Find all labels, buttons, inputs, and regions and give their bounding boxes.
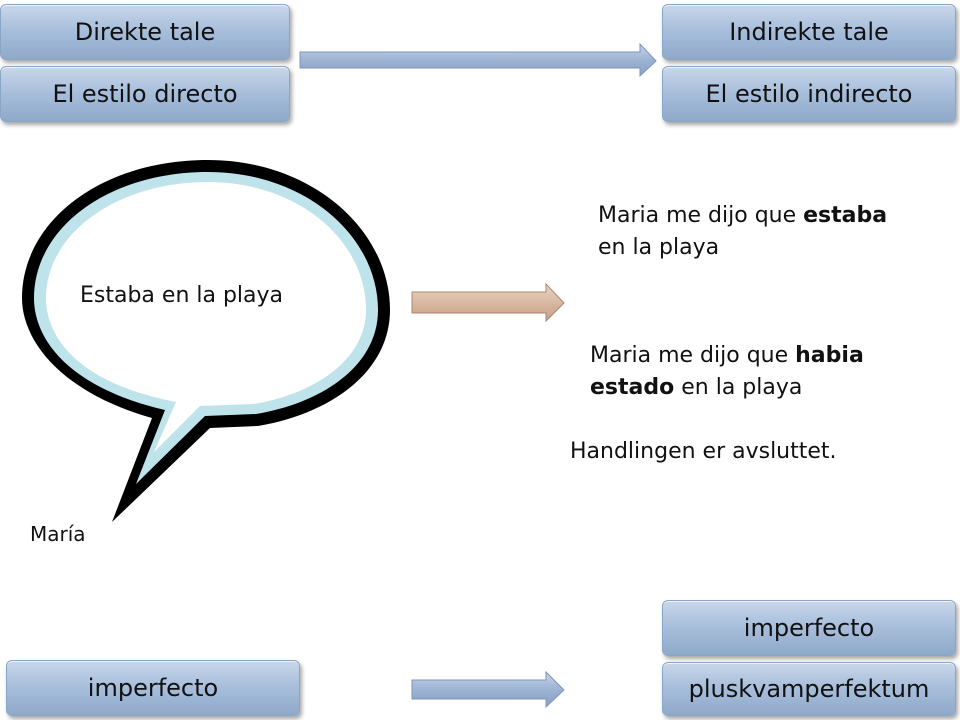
indirect-speech-label: Indirekte tale — [662, 4, 956, 60]
top-arrow — [299, 42, 657, 78]
result1-bold: estaba — [803, 203, 888, 228]
bottom-arrow — [411, 670, 565, 709]
result2-pre: Maria me dijo que — [590, 343, 796, 368]
speech-bubble-fill — [46, 182, 366, 452]
result2-post: en la playa — [674, 375, 803, 400]
estilo-indirecto-label: El estilo indirecto — [662, 66, 956, 122]
result2-bold2: estado — [590, 375, 675, 400]
tense-right-bottom-label: pluskvamperfektum — [662, 662, 956, 716]
estilo-directo-label: El estilo directo — [0, 66, 290, 122]
result-imperfecto: Maria me dijo que estaba en la playa — [598, 200, 948, 264]
result2-bold1: habia — [795, 343, 864, 368]
result1-pre: Maria me dijo que — [598, 203, 804, 228]
result-pluscuamperfecto: Maria me dijo que habia estado en la pla… — [590, 340, 950, 404]
tense-left-label: imperfecto — [6, 660, 300, 716]
speaker-name: María — [30, 522, 86, 546]
bubble-text: Estaba en la playa — [80, 283, 284, 308]
middle-arrow — [411, 282, 565, 323]
result1-post: en la playa — [598, 235, 720, 260]
tense-right-top-label: imperfecto — [662, 600, 956, 656]
direct-speech-label: Direkte tale — [0, 4, 290, 60]
completed-action-note: Handlingen er avsluttet. — [570, 439, 837, 464]
